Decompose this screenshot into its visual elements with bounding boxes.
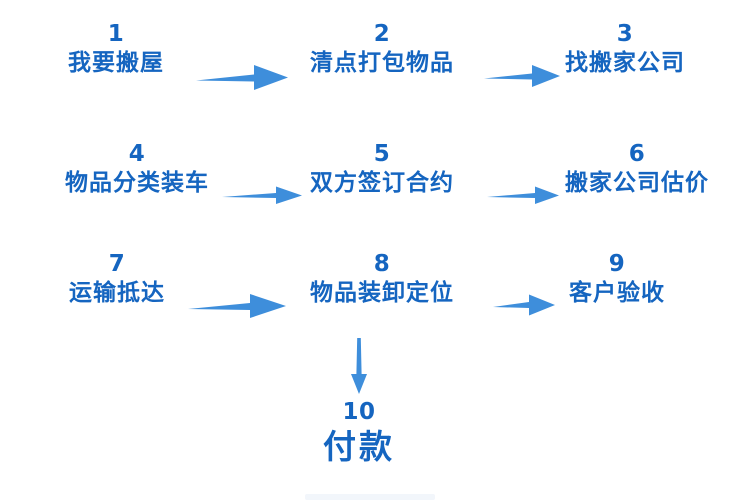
step-number-2: 2 [373, 21, 391, 47]
step-node-5[interactable]: 5 双方签订合约 [310, 142, 454, 198]
step-node-10[interactable]: 10 付款 [323, 400, 395, 467]
step-label-10: 付款 [323, 427, 395, 467]
step-number-10: 10 [342, 399, 376, 425]
arrow-8-to-9 [493, 292, 555, 318]
arrow-8-to-10 [347, 338, 371, 394]
step-number-4: 4 [128, 141, 146, 167]
step-label-1: 我要搬屋 [68, 50, 164, 77]
arrow-7-to-8 [188, 291, 286, 321]
arrow-4-to-5 [222, 184, 302, 206]
step-label-2: 清点打包物品 [310, 50, 454, 77]
step-number-1: 1 [107, 21, 125, 47]
step-node-2[interactable]: 2 清点打包物品 [310, 22, 454, 78]
step-label-8: 物品装卸定位 [310, 280, 454, 307]
step-number-3: 3 [616, 21, 634, 47]
step-number-7: 7 [108, 251, 126, 277]
step-label-4: 物品分类装车 [65, 170, 209, 197]
step-node-7[interactable]: 7 运输抵达 [69, 252, 165, 308]
step-label-6: 搬家公司估价 [565, 170, 709, 197]
step-number-9: 9 [608, 251, 626, 277]
arrow-1-to-2 [196, 62, 288, 92]
step-number-5: 5 [373, 141, 391, 167]
step-node-8[interactable]: 8 物品装卸定位 [310, 252, 454, 308]
step-node-4[interactable]: 4 物品分类装车 [65, 142, 209, 198]
arrow-5-to-6 [487, 184, 559, 206]
step-node-9[interactable]: 9 客户验收 [569, 252, 665, 308]
step-label-3: 找搬家公司 [565, 50, 685, 77]
step-node-1[interactable]: 1 我要搬屋 [68, 22, 164, 78]
bottom-edge-artifact [305, 494, 435, 500]
step-node-3[interactable]: 3 找搬家公司 [565, 22, 685, 78]
step-node-6[interactable]: 6 搬家公司估价 [565, 142, 709, 198]
step-number-8: 8 [373, 251, 391, 277]
step-label-7: 运输抵达 [69, 280, 165, 307]
step-label-9: 客户验收 [569, 280, 665, 307]
arrow-2-to-3 [484, 62, 560, 90]
step-number-6: 6 [628, 141, 646, 167]
step-label-5: 双方签订合约 [310, 170, 454, 197]
